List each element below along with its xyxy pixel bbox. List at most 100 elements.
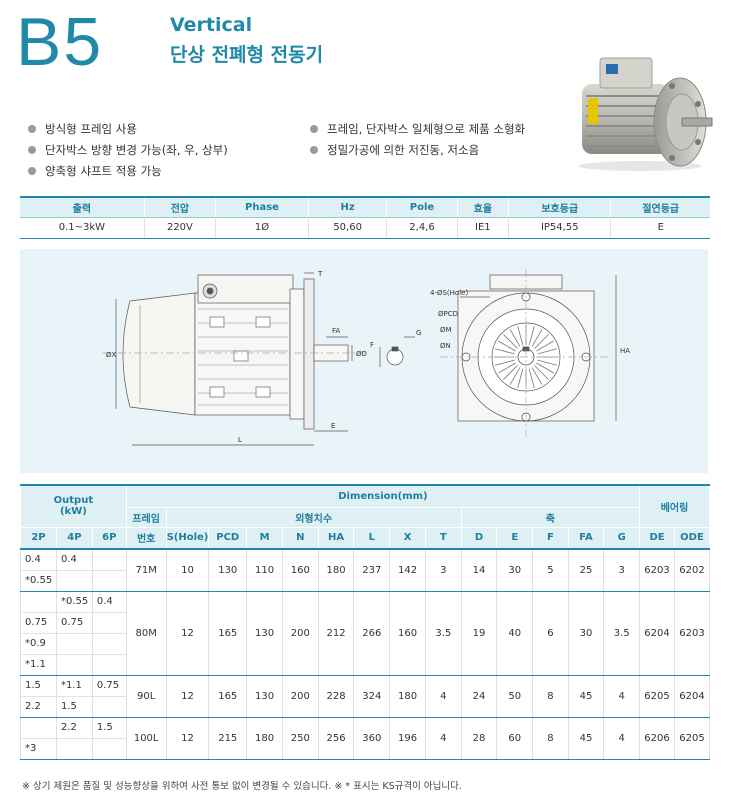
output-cell [20,590,57,613]
output-cell: *0.9 [20,632,57,655]
dimension-cell: 324 [353,674,391,718]
bullet-icon [310,124,318,133]
fan-spoke [531,367,543,385]
column-header: 4P [55,526,93,550]
dimension-cell: 200 [281,674,319,718]
fan-spoke [531,329,543,347]
outer-dimension-header: 외형치수 [165,506,462,528]
dimension-cell: 71M [125,548,167,592]
column-header: T [424,526,462,550]
dimension-cell: 45 [567,716,605,760]
fan-spoke [509,367,521,385]
output-cell: *1.1 [55,674,93,697]
dimension-cell: 130 [208,548,248,592]
column-header: X [389,526,426,550]
dim-label-x: ØX [106,351,117,359]
spec-header-cell: Hz [307,196,387,218]
spec-cell: E [610,217,710,239]
spec-cell: IP54,55 [508,217,611,239]
column-header: PCD [208,526,248,550]
dimension-cell: 100L [125,716,167,760]
dimension-cell: 14 [460,548,498,592]
dimension-cell: 4 [424,716,462,760]
output-cell: 0.75 [55,611,93,634]
fan-spoke [536,340,554,352]
shaft-header: 축 [460,506,641,528]
dimension-cell: 165 [208,674,248,718]
dimension-cell: 60 [496,716,534,760]
output-cell: 0.4 [91,590,127,613]
feature-item: 단자박스 방향 변경 가능(좌, 우, 상부) [28,139,228,160]
column-header: DE [639,526,675,550]
dimension-cell: 6204 [673,674,711,718]
column-header: ODE [673,526,711,550]
table-row: *3 [20,737,710,760]
dimension-cell: 237 [353,548,391,592]
dimension-cell: 3.5 [424,590,462,676]
dimension-table: Output (kW) Dimension(mm) 베어링 프레임 외형치수 축… [20,484,711,760]
fan-spoke [517,325,524,346]
dimension-cell: 6205 [673,716,711,760]
dimension-cell: 250 [281,716,319,760]
spec-cell: 2,4,6 [386,217,458,239]
fan-spoke [517,368,524,389]
dimension-cell: 4 [603,674,641,718]
dimension-cell: 215 [208,716,248,760]
fan-spoke [503,334,518,349]
table-row: *0.55 [20,569,710,592]
column-header: S(Hole) [165,526,210,550]
column-header: F [532,526,569,550]
dimension-cell: 30 [567,590,605,676]
output-cell: 2.2 [55,716,93,739]
output-cell [55,653,93,676]
dimension-cell: 3 [603,548,641,592]
title-ko: 단상 전폐형 전동기 [170,44,324,66]
spec-cell: 220V [143,217,216,239]
dimension-cell: 80M [125,590,167,676]
dimension-cell: 256 [317,716,355,760]
bullet-icon [310,145,318,154]
dimension-cell: 165 [208,590,248,676]
table-row: *0.9 [20,632,710,655]
feature-item: 양축형 샤프트 적용 가능 [28,160,228,181]
spec-header-cell: 전압 [143,196,216,218]
output-header: Output (kW) [20,484,127,528]
output-cell: *1.1 [20,653,57,676]
spec-header-cell: 효율 [456,196,509,218]
spec-cell: 1Ø [215,217,309,239]
dimension-cell: 110 [246,548,283,592]
feature-item: 프레임, 단자박스 일체형으로 제품 소형화 [310,118,525,139]
fan-spoke [498,340,516,352]
dimension-cell: 160 [389,590,426,676]
dimension-header: Dimension(mm) [125,484,641,508]
dimension-cell: 196 [389,716,426,760]
dimension-cell: 3 [424,548,462,592]
spec-header-cell: Phase [215,196,309,218]
dimension-cell: 6205 [639,674,675,718]
feature-item: 정밀가공에 의한 저진동, 저소음 [310,139,525,160]
column-header: G [603,526,641,550]
dim-label-t: T [317,270,323,278]
output-cell: 1.5 [55,695,93,718]
feature-list-right: 프레임, 단자박스 일체형으로 제품 소형화 정밀가공에 의한 저진동, 저소음 [310,118,525,160]
output-cell [55,737,93,760]
spec-header-row: 출력 전압 Phase Hz Pole 효율 보호등급 절연등급 [20,196,710,218]
column-header: 6P [91,526,127,550]
dimension-cell: 50 [496,674,534,718]
dim-label-pcd: ØPCD [438,310,458,318]
dimension-cell: 160 [281,548,319,592]
output-cell: 1.5 [91,716,127,739]
technical-drawing: ØX L E T FA ØD F G HA 4-ØS(Hole) ØPCD ØM… [102,269,630,446]
dimension-cell: 6203 [673,590,711,676]
output-cell: 0.75 [20,611,57,634]
bearing-header: 베어링 [639,484,710,528]
dimension-cell: 6203 [639,548,675,592]
dim-label-n: ØN [440,342,451,350]
dimension-cell: 130 [246,590,283,676]
spec-header-cell: 출력 [20,196,145,218]
dimension-cell: 28 [460,716,498,760]
dimension-cell: 12 [165,590,210,676]
dimension-cell: 212 [317,590,355,676]
